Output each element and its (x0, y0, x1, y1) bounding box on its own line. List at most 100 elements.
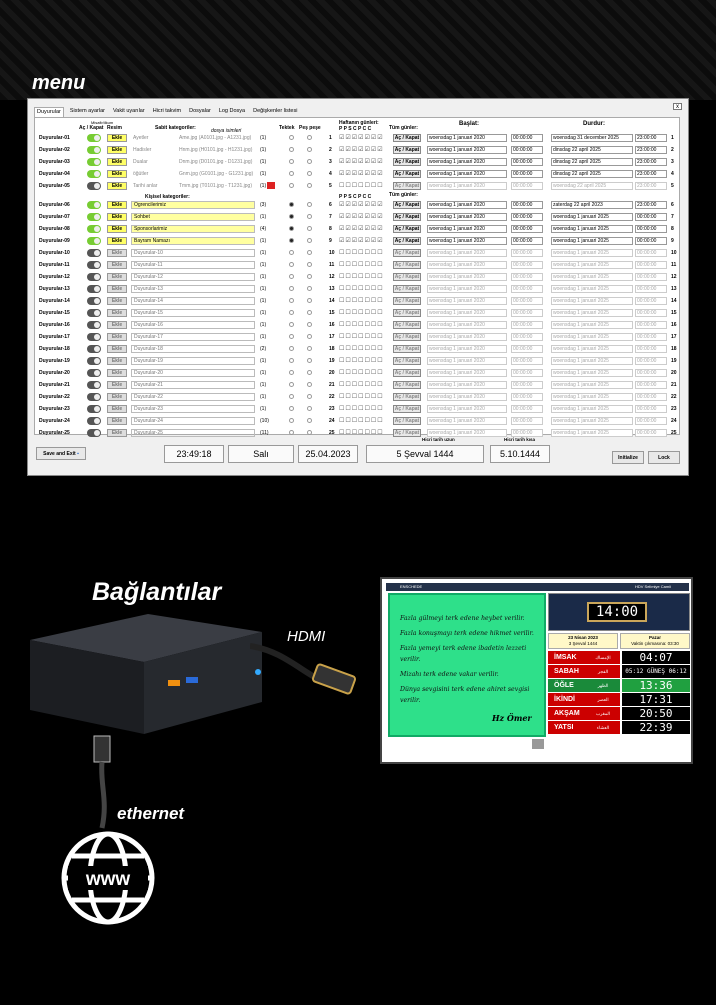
tab-log-dosya[interactable]: Log Dosya (218, 108, 246, 114)
start-date-field[interactable]: woensdag 1 januari 2020 (427, 249, 507, 257)
start-date-field[interactable]: woensdag 1 januari 2020 (427, 237, 507, 245)
start-time-field[interactable]: 00:00:00 (511, 134, 543, 142)
tektek-radio[interactable] (289, 135, 294, 140)
start-date-field[interactable]: woensdag 1 januari 2020 (427, 321, 507, 329)
ekle-button[interactable]: Ekle (107, 369, 127, 377)
category-name-input[interactable]: Sponsorlarimiz (131, 225, 255, 233)
tab-duyurular[interactable]: Duyurular (34, 107, 64, 117)
pespese-radio[interactable] (307, 214, 312, 219)
ekle-button[interactable]: Ekle (107, 417, 127, 425)
start-date-field[interactable]: woensdag 1 januari 2020 (427, 417, 507, 425)
tektek-radio[interactable] (289, 334, 294, 339)
pespese-radio[interactable] (307, 358, 312, 363)
day-checkboxes[interactable]: ☐☐☐☐☐☐☐ (339, 394, 384, 400)
day-checkboxes[interactable]: ☐☐☐☐☐☐☐ (339, 310, 384, 316)
end-time-field[interactable]: 23:00:00 (635, 158, 667, 166)
start-date-field[interactable]: woensdag 1 januari 2020 (427, 369, 507, 377)
start-time-field[interactable]: 00:00:00 (511, 345, 543, 353)
ac-kapat-button[interactable]: Aç / Kapat (393, 134, 421, 142)
ekle-button[interactable]: Ekle (107, 134, 127, 142)
start-time-field[interactable]: 00:00:00 (511, 309, 543, 317)
save-and-exit-button[interactable]: Save and Exit ▪ (36, 447, 86, 460)
end-time-field[interactable]: 23:00:00 (635, 170, 667, 178)
start-time-field[interactable]: 00:00:00 (511, 237, 543, 245)
start-date-field[interactable]: woensdag 1 januari 2020 (427, 297, 507, 305)
end-time-field[interactable]: 00:00:00 (635, 225, 667, 233)
toggle-switch[interactable] (87, 405, 101, 413)
ac-kapat-button[interactable]: Aç / Kapat (393, 158, 421, 166)
toggle-switch[interactable] (87, 417, 101, 425)
day-checkboxes[interactable]: ☑☑☑☑☑☑☑ (339, 214, 384, 220)
end-time-field[interactable]: 23:00:00 (635, 182, 667, 190)
pespese-radio[interactable] (307, 238, 312, 243)
ekle-button[interactable]: Ekle (107, 182, 127, 190)
category-name-input[interactable]: Duyurular-19 (131, 357, 255, 365)
tektek-radio[interactable] (289, 274, 294, 279)
tektek-radio[interactable] (289, 310, 294, 315)
end-date-field[interactable]: woensdag 1 januari 2025 (551, 237, 633, 245)
end-time-field[interactable]: 00:00:00 (635, 309, 667, 317)
tab-dosyalar[interactable]: Dosyalar (189, 108, 211, 114)
ekle-button[interactable]: Ekle (107, 393, 127, 401)
end-time-field[interactable]: 00:00:00 (635, 237, 667, 245)
toggle-switch[interactable] (87, 345, 101, 353)
start-time-field[interactable]: 00:00:00 (511, 297, 543, 305)
ac-kapat-button[interactable]: Aç / Kapat (393, 182, 421, 190)
category-name-input[interactable]: Duyurular-12 (131, 273, 255, 281)
start-time-field[interactable]: 00:00:00 (511, 393, 543, 401)
start-date-field[interactable]: woensdag 1 januari 2020 (427, 333, 507, 341)
toggle-switch[interactable] (87, 170, 101, 178)
pespese-radio[interactable] (307, 250, 312, 255)
start-date-field[interactable]: woensdag 1 januari 2020 (427, 357, 507, 365)
tab-hicri-takvim[interactable]: Hicri takvim (152, 108, 182, 114)
start-time-field[interactable]: 00:00:00 (511, 273, 543, 281)
day-checkboxes[interactable]: ☐☐☐☐☐☐☐ (339, 262, 384, 268)
close-icon[interactable]: x (673, 103, 682, 110)
start-time-field[interactable]: 00:00:00 (511, 146, 543, 154)
toggle-switch[interactable] (87, 261, 101, 269)
start-time-field[interactable]: 00:00:00 (511, 285, 543, 293)
day-checkboxes[interactable]: ☑☑☑☑☑☑☑ (339, 135, 384, 141)
ekle-button[interactable]: Ekle (107, 170, 127, 178)
end-date-field[interactable]: woensdag 1 januari 2025 (551, 417, 633, 425)
category-name-input[interactable]: Duyurular-25 (131, 429, 255, 437)
pespese-radio[interactable] (307, 135, 312, 140)
pespese-radio[interactable] (307, 286, 312, 291)
day-checkboxes[interactable]: ☐☐☐☐☐☐☐ (339, 322, 384, 328)
day-checkboxes[interactable]: ☐☐☐☐☐☐☐ (339, 298, 384, 304)
end-time-field[interactable]: 00:00:00 (635, 273, 667, 281)
pespese-radio[interactable] (307, 159, 312, 164)
tab-sistem-ayarlar[interactable]: Sistem ayarlar (69, 108, 105, 114)
end-time-field[interactable]: 23:00:00 (635, 134, 667, 142)
category-name-input[interactable]: Duyurular-18 (131, 345, 255, 353)
end-time-field[interactable]: 00:00:00 (635, 369, 667, 377)
pespese-radio[interactable] (307, 147, 312, 152)
start-date-field[interactable]: woensdag 1 januari 2020 (427, 273, 507, 281)
day-checkboxes[interactable]: ☑☑☑☑☑☑☑ (339, 171, 384, 177)
start-time-field[interactable]: 00:00:00 (511, 333, 543, 341)
end-time-field[interactable]: 00:00:00 (635, 429, 667, 437)
ac-kapat-button[interactable]: Aç / Kapat (393, 201, 421, 209)
category-name-input[interactable]: Bayram Namazı (131, 237, 255, 245)
tektek-radio[interactable] (289, 147, 294, 152)
end-date-field[interactable]: woensdag 1 januari 2025 (551, 345, 633, 353)
category-name-input[interactable]: Duyurular-14 (131, 297, 255, 305)
start-date-field[interactable]: woensdag 1 januari 2020 (427, 225, 507, 233)
day-checkboxes[interactable]: ☑☑☑☑☑☑☑ (339, 159, 384, 165)
pespese-radio[interactable] (307, 370, 312, 375)
end-time-field[interactable]: 00:00:00 (635, 297, 667, 305)
toggle-switch[interactable] (87, 357, 101, 365)
ac-kapat-button[interactable]: Aç / Kapat (393, 261, 421, 269)
category-name-input[interactable]: Sohbet (131, 213, 255, 221)
tektek-radio[interactable] (289, 406, 294, 411)
start-time-field[interactable]: 00:00:00 (511, 170, 543, 178)
start-date-field[interactable]: woensdag 1 januari 2020 (427, 381, 507, 389)
start-date-field[interactable]: woensdag 1 januari 2020 (427, 393, 507, 401)
ekle-button[interactable]: Ekle (107, 381, 127, 389)
toggle-switch[interactable] (87, 381, 101, 389)
start-date-field[interactable]: woensdag 1 januari 2020 (427, 429, 507, 437)
end-date-field[interactable]: woensdag 1 januari 2025 (551, 225, 633, 233)
ac-kapat-button[interactable]: Aç / Kapat (393, 345, 421, 353)
toggle-switch[interactable] (87, 285, 101, 293)
pespese-radio[interactable] (307, 298, 312, 303)
